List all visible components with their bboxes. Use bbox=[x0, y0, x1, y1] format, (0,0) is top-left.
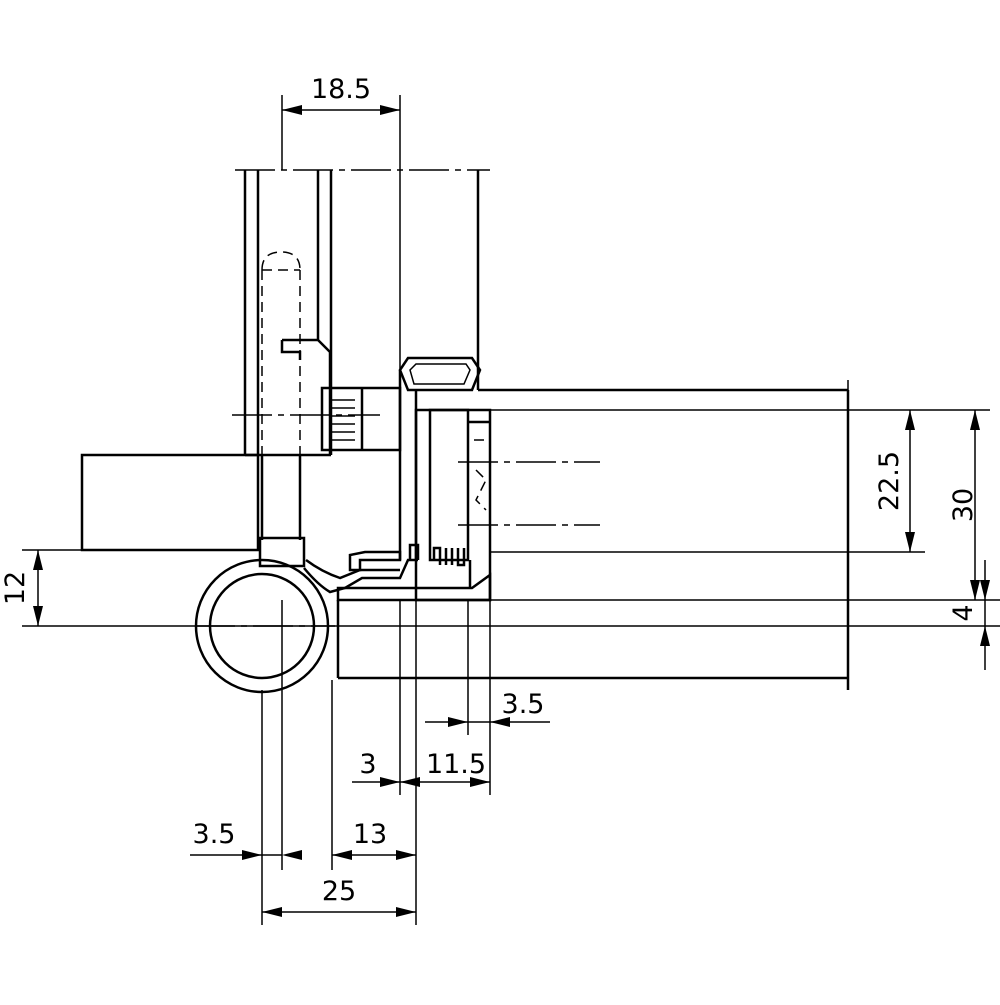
dim-label-22-5: 22.5 bbox=[874, 451, 905, 511]
dim-label-12: 12 bbox=[0, 571, 31, 605]
hinge-insert bbox=[336, 356, 600, 602]
dim-label-30: 30 bbox=[948, 488, 979, 522]
dim-label-3-5-left: 3.5 bbox=[193, 819, 236, 850]
dim-label-25: 25 bbox=[322, 876, 356, 907]
dim-label-4: 4 bbox=[948, 604, 979, 621]
dim-label-18-5: 18.5 bbox=[311, 74, 371, 105]
upper-frame bbox=[232, 169, 490, 568]
dim-label-11-5: 11.5 bbox=[426, 749, 486, 780]
dim-label-13: 13 bbox=[353, 819, 387, 850]
reference-lines bbox=[22, 95, 1000, 925]
dimension-lines bbox=[33, 105, 990, 917]
dimension-labels: 18.5 22.5 30 12 4 3.5 3 11.5 3.5 13 25 bbox=[0, 74, 979, 907]
left-wall bbox=[80, 453, 260, 552]
dim-label-3: 3 bbox=[359, 749, 376, 780]
dim-label-3-5-right: 3.5 bbox=[502, 689, 545, 720]
door-leaf bbox=[336, 380, 850, 690]
